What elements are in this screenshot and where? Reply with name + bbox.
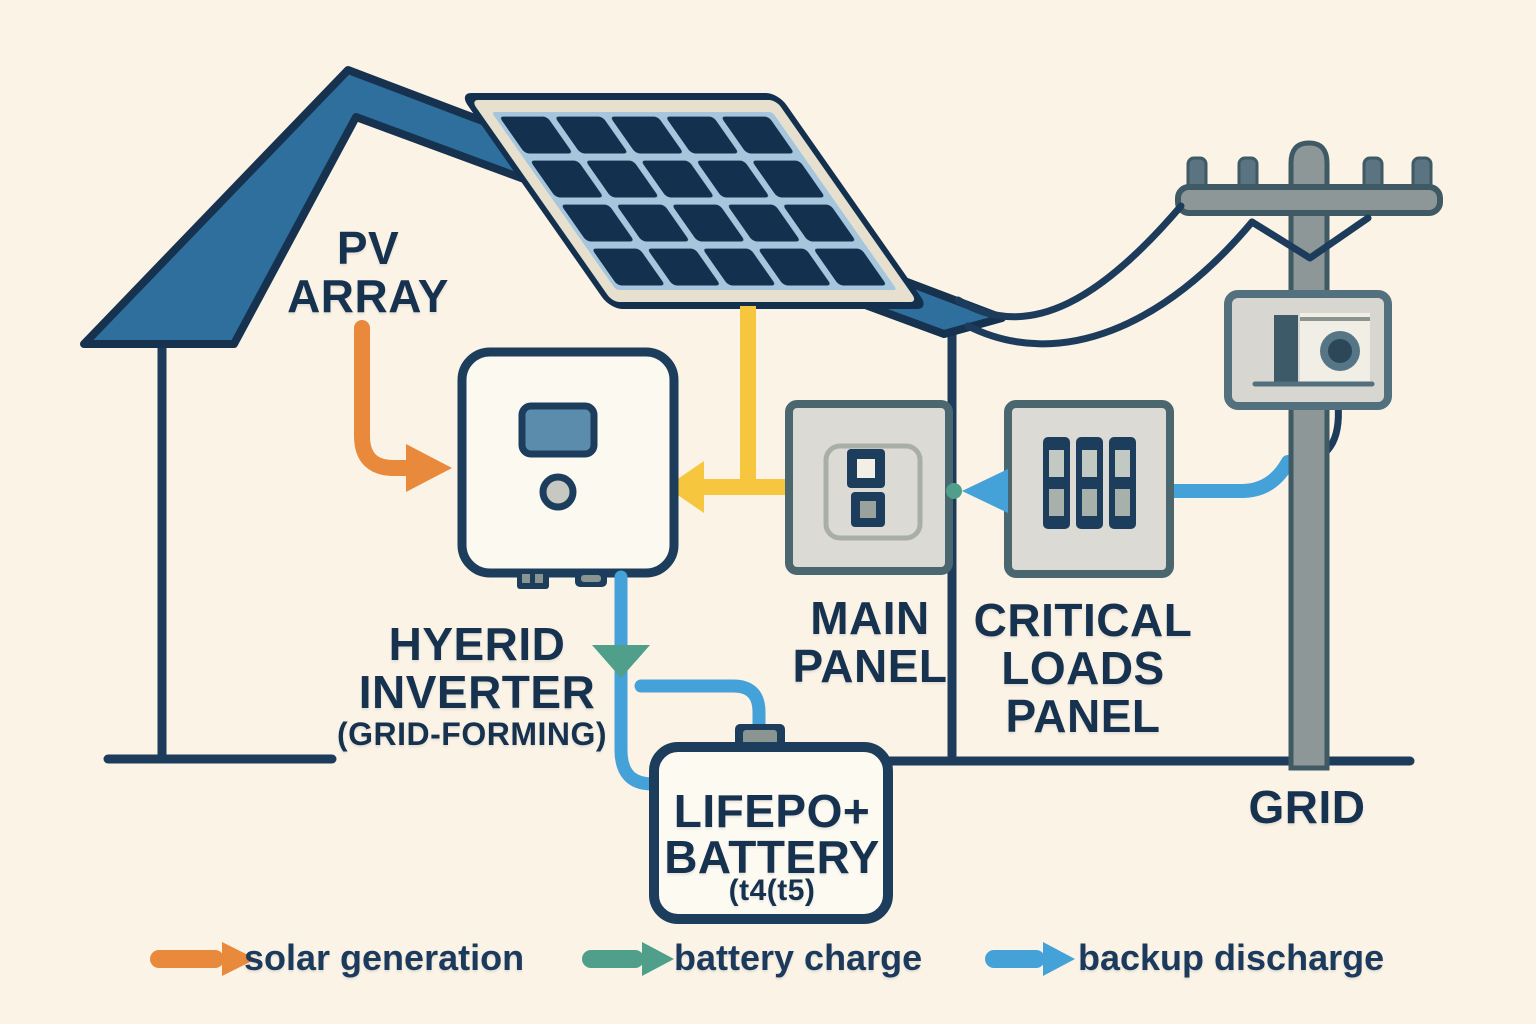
solar-feed-line [666, 306, 804, 513]
grid-label: GRID [1248, 781, 1366, 833]
breakers [1043, 437, 1136, 529]
roof [80, 66, 1006, 348]
battery-icon [649, 724, 893, 924]
backup-discharge-line [1003, 455, 1295, 498]
hybrid-inverter-label: HYERID INVERTER [358, 618, 596, 718]
legend-label-battery-charge: battery charge [674, 937, 923, 978]
legend-label-solar-generation: solar generation [244, 937, 525, 978]
solar-generation-arrow [354, 320, 452, 492]
battery-charge-arrowhead [592, 645, 650, 678]
service-wires [954, 202, 1372, 348]
inverter-screen [518, 402, 598, 458]
critical-loads-panel-icon [1004, 400, 1174, 578]
critical-loads-panel-label: CRITICAL LOADS PANEL [973, 594, 1193, 742]
legend-label-backup-discharge: backup discharge [1078, 937, 1385, 978]
hybrid-inverter-sublabel: (GRID-FORMING) [336, 716, 608, 752]
grid-meter-icon [1224, 290, 1392, 410]
pole-crossarm [1175, 184, 1443, 216]
pv-array-label: PV ARRAY [287, 222, 449, 322]
legend-solar-arrow [150, 942, 256, 976]
battery-charge-line [592, 570, 766, 791]
hybrid-inverter-icon [457, 347, 679, 589]
main-panel-label: MAIN PANEL [792, 592, 948, 692]
legend-backup-arrow [985, 942, 1075, 976]
main-panel-icon [785, 400, 953, 575]
battery-sublabel: (t4(t5) [728, 874, 816, 907]
backup-arrowhead [946, 469, 1008, 513]
solar-panel-icon [464, 93, 924, 309]
utility-pole [1175, 140, 1443, 771]
battery-label: LIFEPO+ BATTERY [664, 785, 880, 883]
legend-battery-arrow [582, 942, 674, 976]
inverter-button [539, 473, 577, 511]
